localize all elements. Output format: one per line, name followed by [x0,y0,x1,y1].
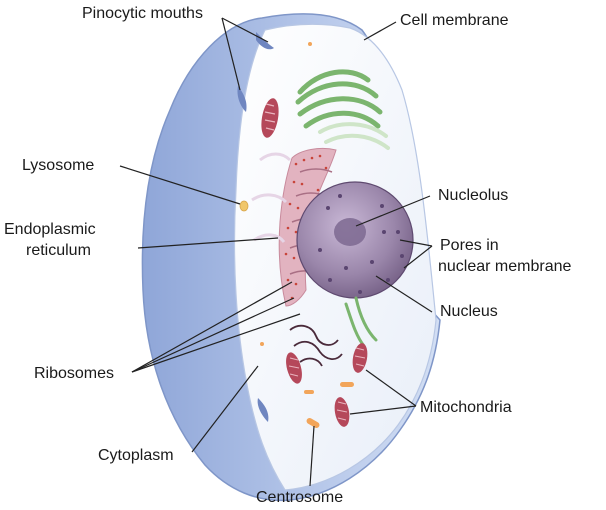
mitochondrion-right [352,343,368,373]
pinocytic-mouth-upper [256,32,274,50]
nucleus-shape [296,181,414,299]
leader-lines [119,17,433,487]
label-endoplasmic: Endoplasmic [4,221,96,238]
label-pores: Pores in [440,237,499,254]
smooth-er [251,152,292,243]
lysosome-shape [239,200,249,212]
label-lysosome: Lysosome [22,157,94,174]
mitochondrion-left [286,352,302,384]
label-pinocytic-mouths: Pinocytic mouths [82,5,203,22]
mitochondrion-bottom [334,397,350,427]
golgi-apparatus [295,69,383,129]
label-nuclear-membrane: nuclear membrane [438,258,572,275]
label-reticulum: reticulum [26,242,91,259]
centrosome-shape [306,418,320,428]
label-ribosomes: Ribosomes [34,365,114,382]
label-centrosome: Centrosome [256,489,343,506]
er-dark [289,324,343,367]
nuclear-pores [318,194,404,294]
label-cytoplasm: Cytoplasm [98,447,174,464]
golgi-apparatus-ghost [318,122,390,150]
pinocytic-mouth-bottom [257,398,269,422]
label-mitochondria: Mitochondria [420,399,512,416]
pinocytic-mouth-lower [237,86,247,112]
mitochondrion-upper [261,98,279,138]
nucleolus-shape [334,218,366,246]
label-nucleolus: Nucleolus [438,187,508,204]
vesicles [260,42,354,394]
label-nucleus: Nucleus [440,303,498,320]
label-cell-membrane: Cell membrane [400,12,509,29]
